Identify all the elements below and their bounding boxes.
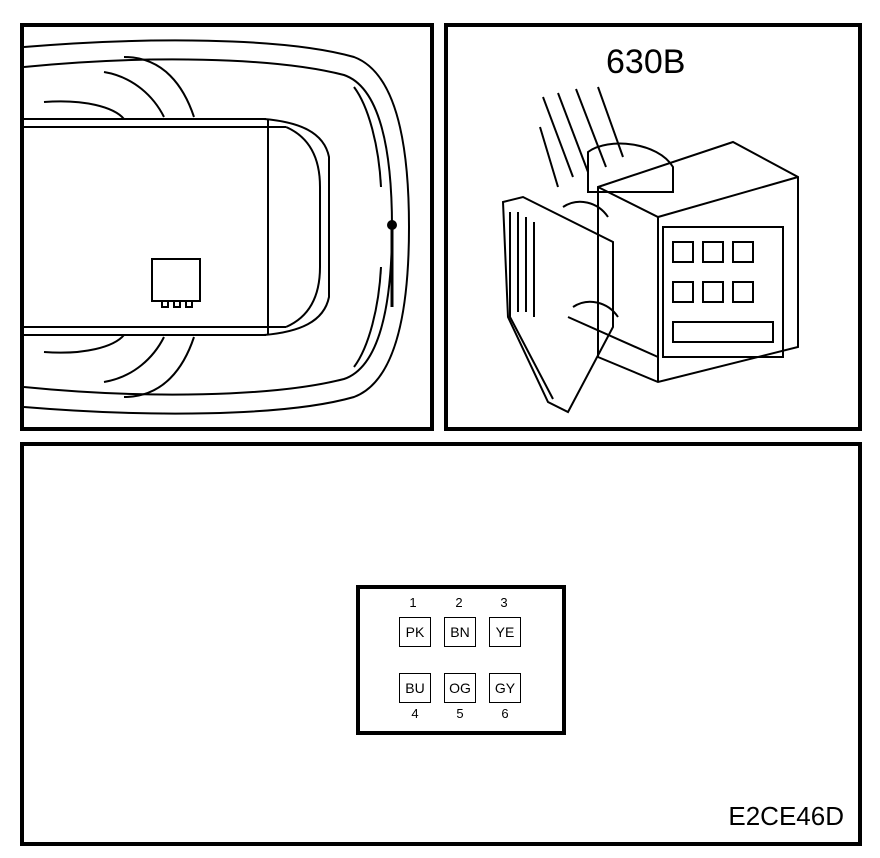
pin-1-color: PK [399, 617, 431, 647]
connector-id-label: 630B [606, 43, 686, 81]
pin-2-color: BN [444, 617, 476, 647]
connector-face: 1 2 3 PK BN YE BU OG GY 4 5 6 [356, 585, 566, 735]
pin-3-color: YE [489, 617, 521, 647]
vehicle-top-view-drawing [24, 39, 411, 415]
pin-number-3: 3 [500, 595, 508, 610]
pinout-panel: 1 2 3 PK BN YE BU OG GY 4 5 6 E2CE46D [20, 442, 862, 846]
pin-number-2: 2 [455, 595, 463, 610]
pin-number-1: 1 [409, 595, 417, 610]
pin-number-6: 6 [501, 706, 509, 721]
pin-6-color: GY [489, 673, 521, 703]
pin-5-color: OG [444, 673, 476, 703]
figure-code: E2CE46D [728, 801, 844, 831]
connector-view-panel: 630B [444, 23, 862, 431]
connector-perspective-drawing [501, 86, 799, 414]
vehicle-location-panel [20, 23, 434, 431]
pin-number-4: 4 [411, 706, 419, 721]
pin-number-5: 5 [456, 706, 464, 721]
pin-4-color: BU [399, 673, 431, 703]
